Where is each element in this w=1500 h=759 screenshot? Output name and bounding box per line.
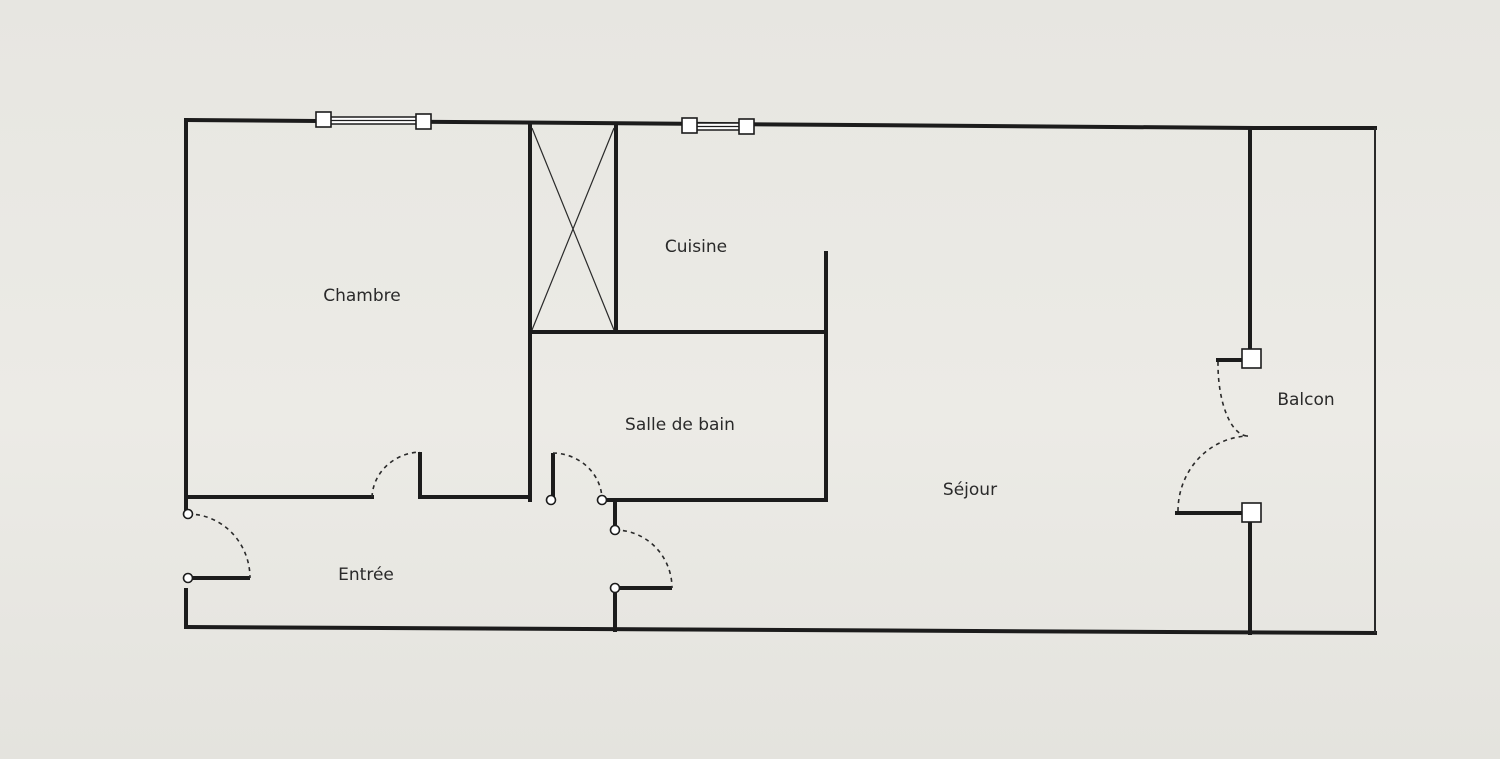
door-swing-arc <box>187 513 251 579</box>
door-salle-de-bain <box>545 452 608 506</box>
door-hinge <box>545 494 557 506</box>
door-hinge <box>596 494 608 506</box>
duct-diagonal-2 <box>531 127 615 331</box>
door-balcon <box>1175 348 1262 523</box>
window-jamb <box>315 111 332 128</box>
door-entree <box>182 508 251 584</box>
door-swing-arc-upper <box>1217 361 1249 437</box>
door-swing-arc <box>371 451 421 498</box>
outer-walls <box>183 117 1378 636</box>
label-entree: Entrée <box>338 565 394 585</box>
door-hinge <box>182 508 194 520</box>
window-jamb <box>681 117 698 134</box>
door-jamb <box>1241 348 1262 369</box>
door-sejour <box>609 524 673 594</box>
door-chambre <box>371 451 422 499</box>
window-jamb <box>415 113 432 130</box>
window-chambre <box>315 111 432 130</box>
door-hinge <box>609 582 621 594</box>
label-salle-de-bain: Salle de bain <box>625 415 735 435</box>
window-cuisine <box>681 117 755 135</box>
door-hinge <box>609 524 621 536</box>
label-balcon: Balcon <box>1277 390 1334 410</box>
interior-walls <box>184 123 1252 635</box>
label-cuisine: Cuisine <box>665 237 727 257</box>
technical-duct <box>531 127 615 331</box>
door-swing-arc <box>614 529 673 589</box>
door-swing-arc <box>552 452 603 501</box>
wall-bottom <box>183 624 1378 636</box>
room-labels: Chambre Cuisine Salle de bain Séjour Ent… <box>323 237 1334 585</box>
door-swing-arc-lower <box>1177 435 1249 512</box>
door-hinge <box>182 572 194 584</box>
label-chambre: Chambre <box>323 286 401 306</box>
window-jamb <box>738 118 755 135</box>
door-jamb <box>1241 502 1262 523</box>
label-sejour: Séjour <box>943 480 997 500</box>
